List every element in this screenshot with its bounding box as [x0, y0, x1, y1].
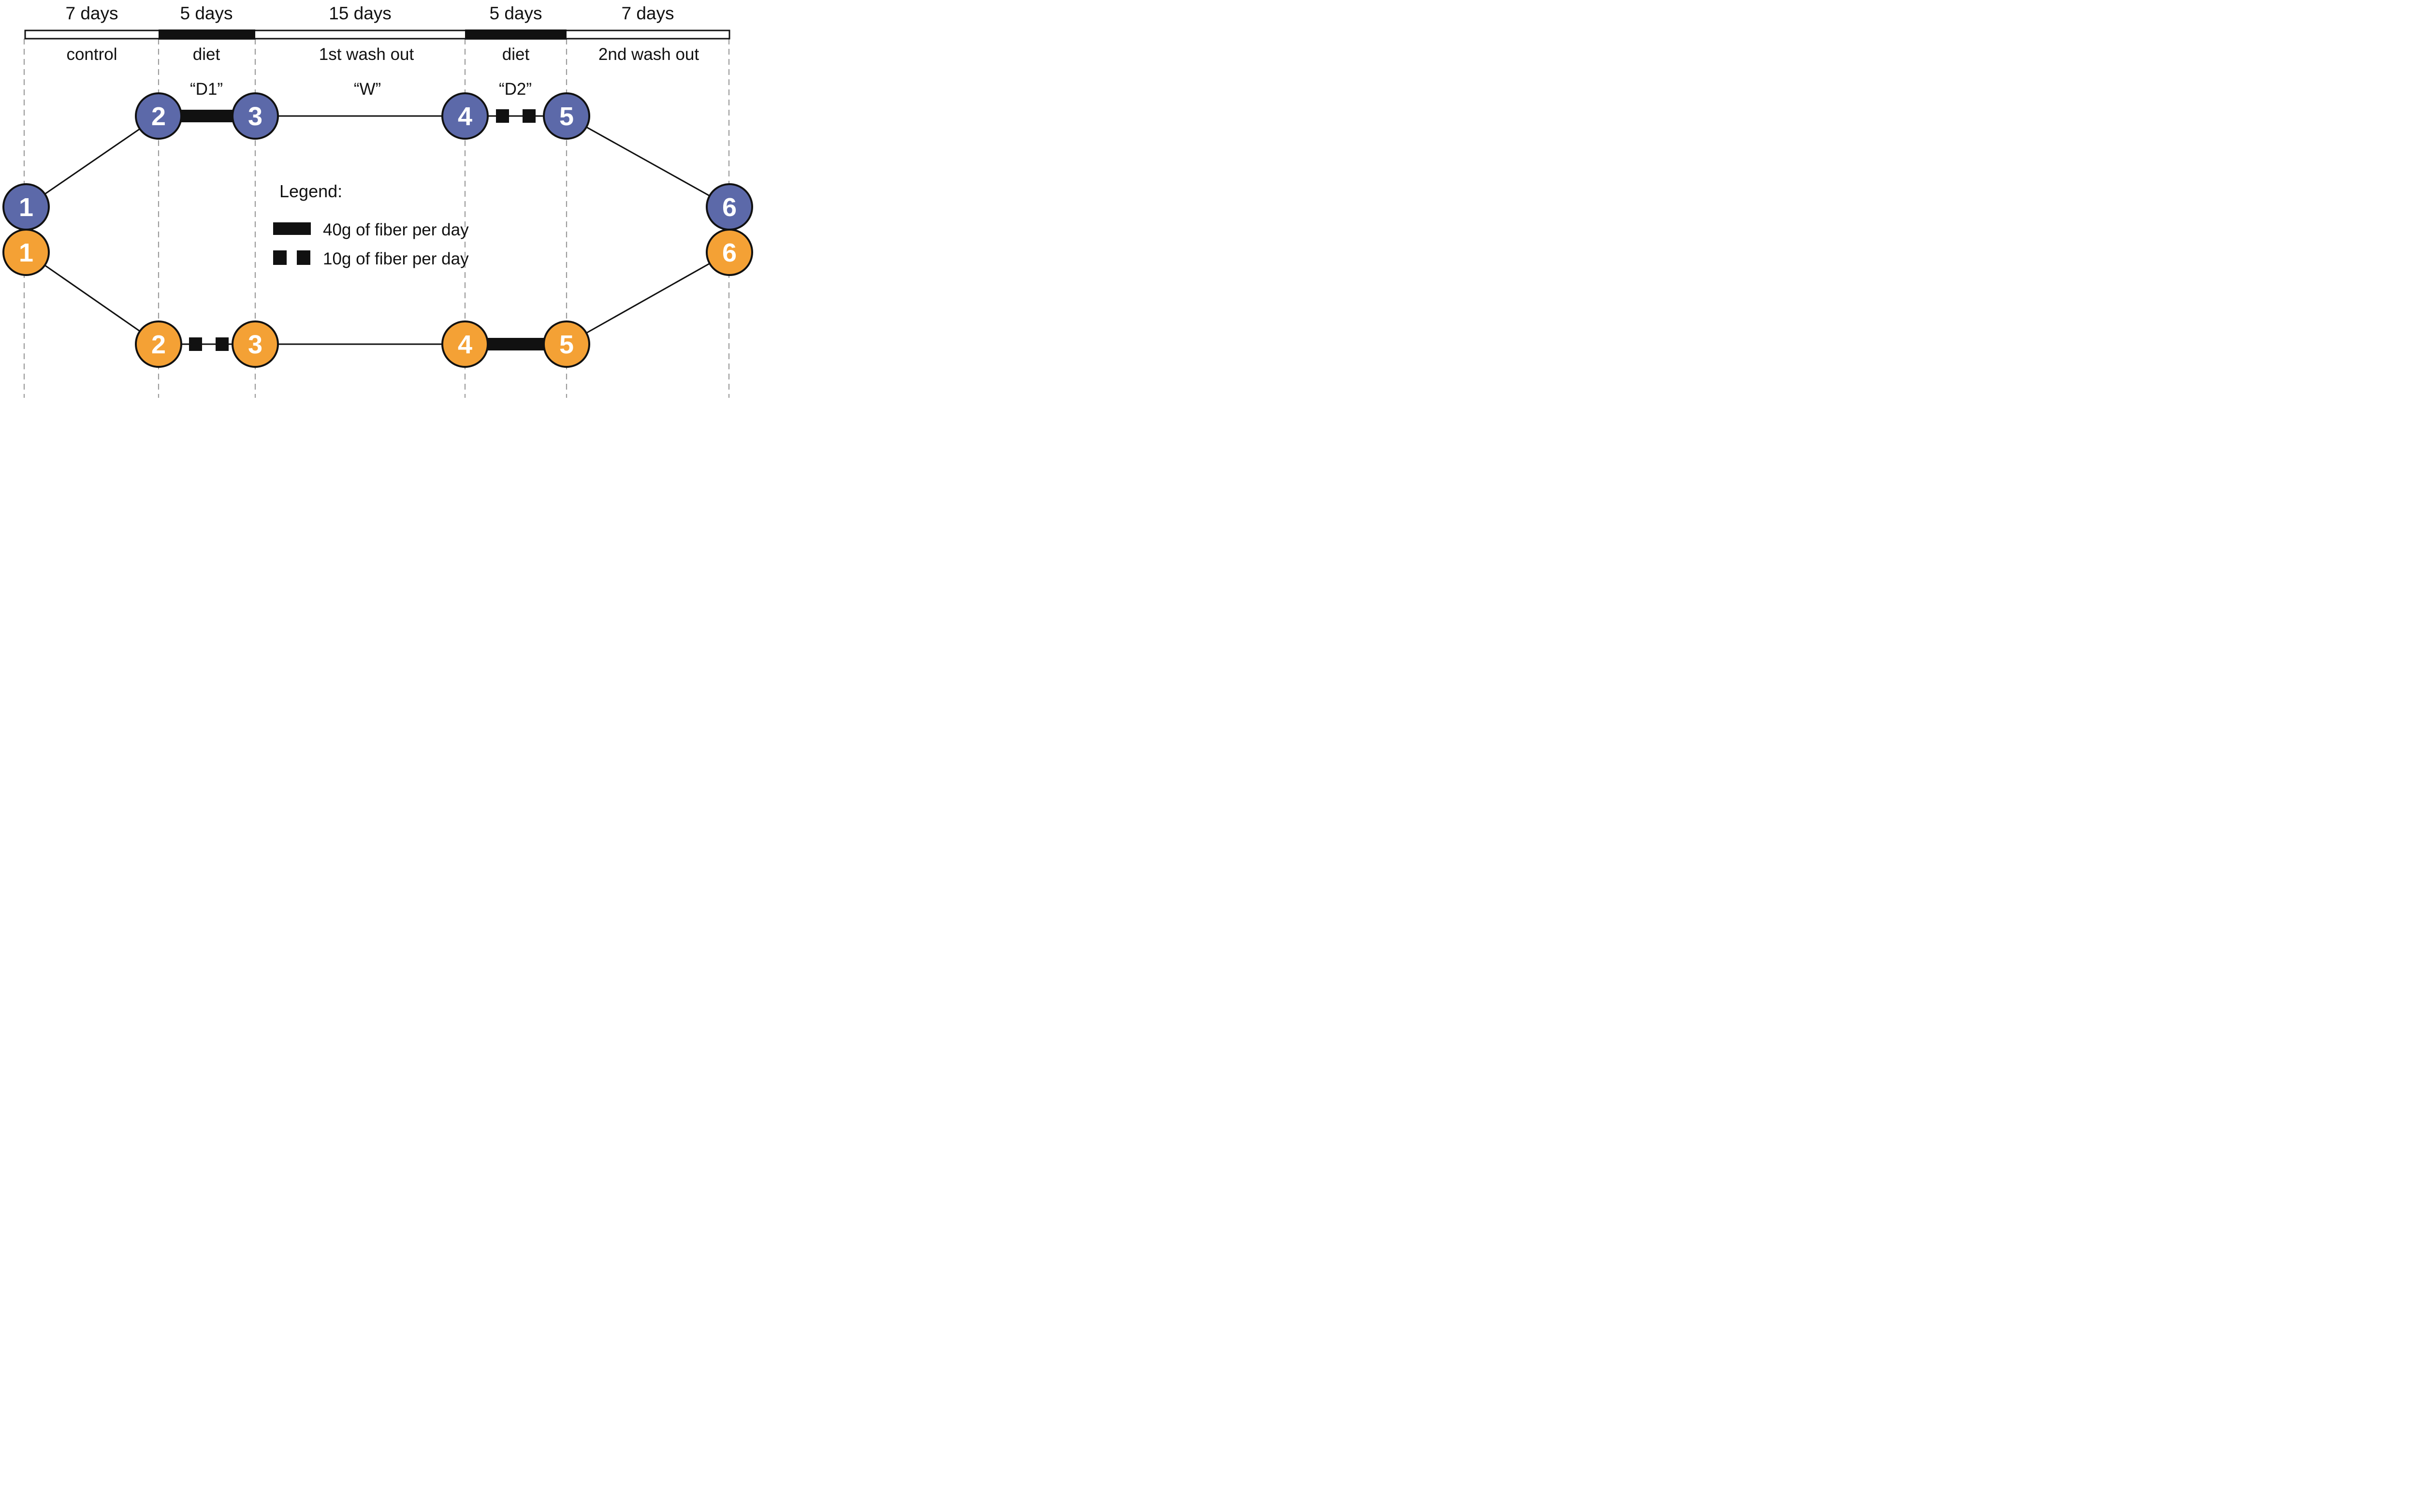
arm-connector: [26, 251, 159, 345]
phase-label: 1st wash out: [319, 45, 414, 64]
crossover-study-design-figure: 7 days 5 days 15 days 5 days 7 days cont…: [0, 0, 758, 398]
diet-period-fill-2: [465, 29, 567, 40]
fiber-10g-connector-square: [216, 337, 229, 351]
visit-node-orange-4: [441, 320, 489, 368]
duration-labels: 7 days 5 days 15 days 5 days 7 days: [65, 3, 674, 23]
legend-swatch-40g: [273, 222, 311, 235]
visit-node-number: 2: [151, 330, 166, 359]
duration-label: 7 days: [65, 3, 118, 23]
orange-arm-nodes: 1 2 3 4 5 6: [2, 229, 753, 368]
arm-connector: [566, 251, 730, 345]
phase-label: diet: [193, 45, 220, 64]
legend-label-40g: 40g of fiber per day: [323, 220, 469, 239]
arm-connector: [26, 115, 159, 208]
phase-labels: control diet 1st wash out diet 2nd wash …: [66, 45, 699, 64]
legend-swatch-10g-square: [297, 250, 310, 265]
timeline-bar: [24, 29, 730, 40]
duration-label: 5 days: [180, 3, 233, 23]
condition-code-labels: “D1” “W” “D2”: [190, 80, 532, 99]
duration-label: 15 days: [329, 3, 392, 23]
blue-arm-nodes: 1 2 3 4 5 6: [2, 92, 753, 231]
visit-node-orange-2: [135, 320, 182, 368]
visit-node-number: 5: [559, 102, 574, 131]
legend-swatch-10g-square: [273, 250, 287, 265]
visit-node-blue-2: [135, 92, 182, 140]
visit-node-number: 2: [151, 102, 166, 131]
visit-node-orange-6: [706, 229, 753, 276]
orange-arm-connectors: [26, 251, 730, 351]
legend-label-10g: 10g of fiber per day: [323, 249, 469, 268]
condition-code-d2: “D2”: [499, 80, 532, 99]
visit-node-orange-1: [2, 229, 50, 276]
phase-label: control: [66, 45, 117, 64]
visit-node-number: 3: [248, 102, 262, 131]
duration-label: 5 days: [489, 3, 542, 23]
visit-node-number: 1: [19, 193, 33, 222]
phase-label: 2nd wash out: [598, 45, 699, 64]
arm-connector: [566, 115, 730, 208]
visit-node-number: 1: [19, 238, 33, 267]
visit-node-number: 4: [458, 102, 472, 131]
fiber-10g-connector-square: [523, 109, 536, 123]
blue-arm-connectors: [26, 109, 730, 208]
fiber-10g-connector-square: [189, 337, 202, 351]
legend: Legend: 40g of fiber per day 10g of fibe…: [273, 181, 469, 268]
visit-node-blue-4: [441, 92, 489, 140]
visit-node-number: 6: [722, 193, 737, 222]
visit-node-number: 4: [458, 330, 472, 359]
visit-node-orange-5: [543, 320, 590, 368]
condition-code-d1: “D1”: [190, 80, 223, 99]
study-design-diagram: 7 days 5 days 15 days 5 days 7 days cont…: [2, 3, 753, 398]
phase-label: diet: [502, 45, 530, 64]
fiber-40g-connector: [488, 338, 544, 350]
condition-code-w: “W”: [354, 80, 381, 99]
visit-node-blue-5: [543, 92, 590, 140]
diet-period-fill-1: [159, 29, 255, 40]
visit-node-blue-3: [232, 92, 279, 140]
fiber-10g-connector-square: [496, 109, 509, 123]
legend-title: Legend:: [279, 181, 342, 201]
visit-node-number: 5: [559, 330, 574, 359]
visit-node-number: 6: [722, 238, 737, 267]
fiber-40g-connector: [181, 110, 233, 122]
duration-label: 7 days: [621, 3, 674, 23]
timeline-bar-track: [24, 29, 730, 40]
visit-node-number: 3: [248, 330, 262, 359]
visit-node-orange-3: [232, 320, 279, 368]
